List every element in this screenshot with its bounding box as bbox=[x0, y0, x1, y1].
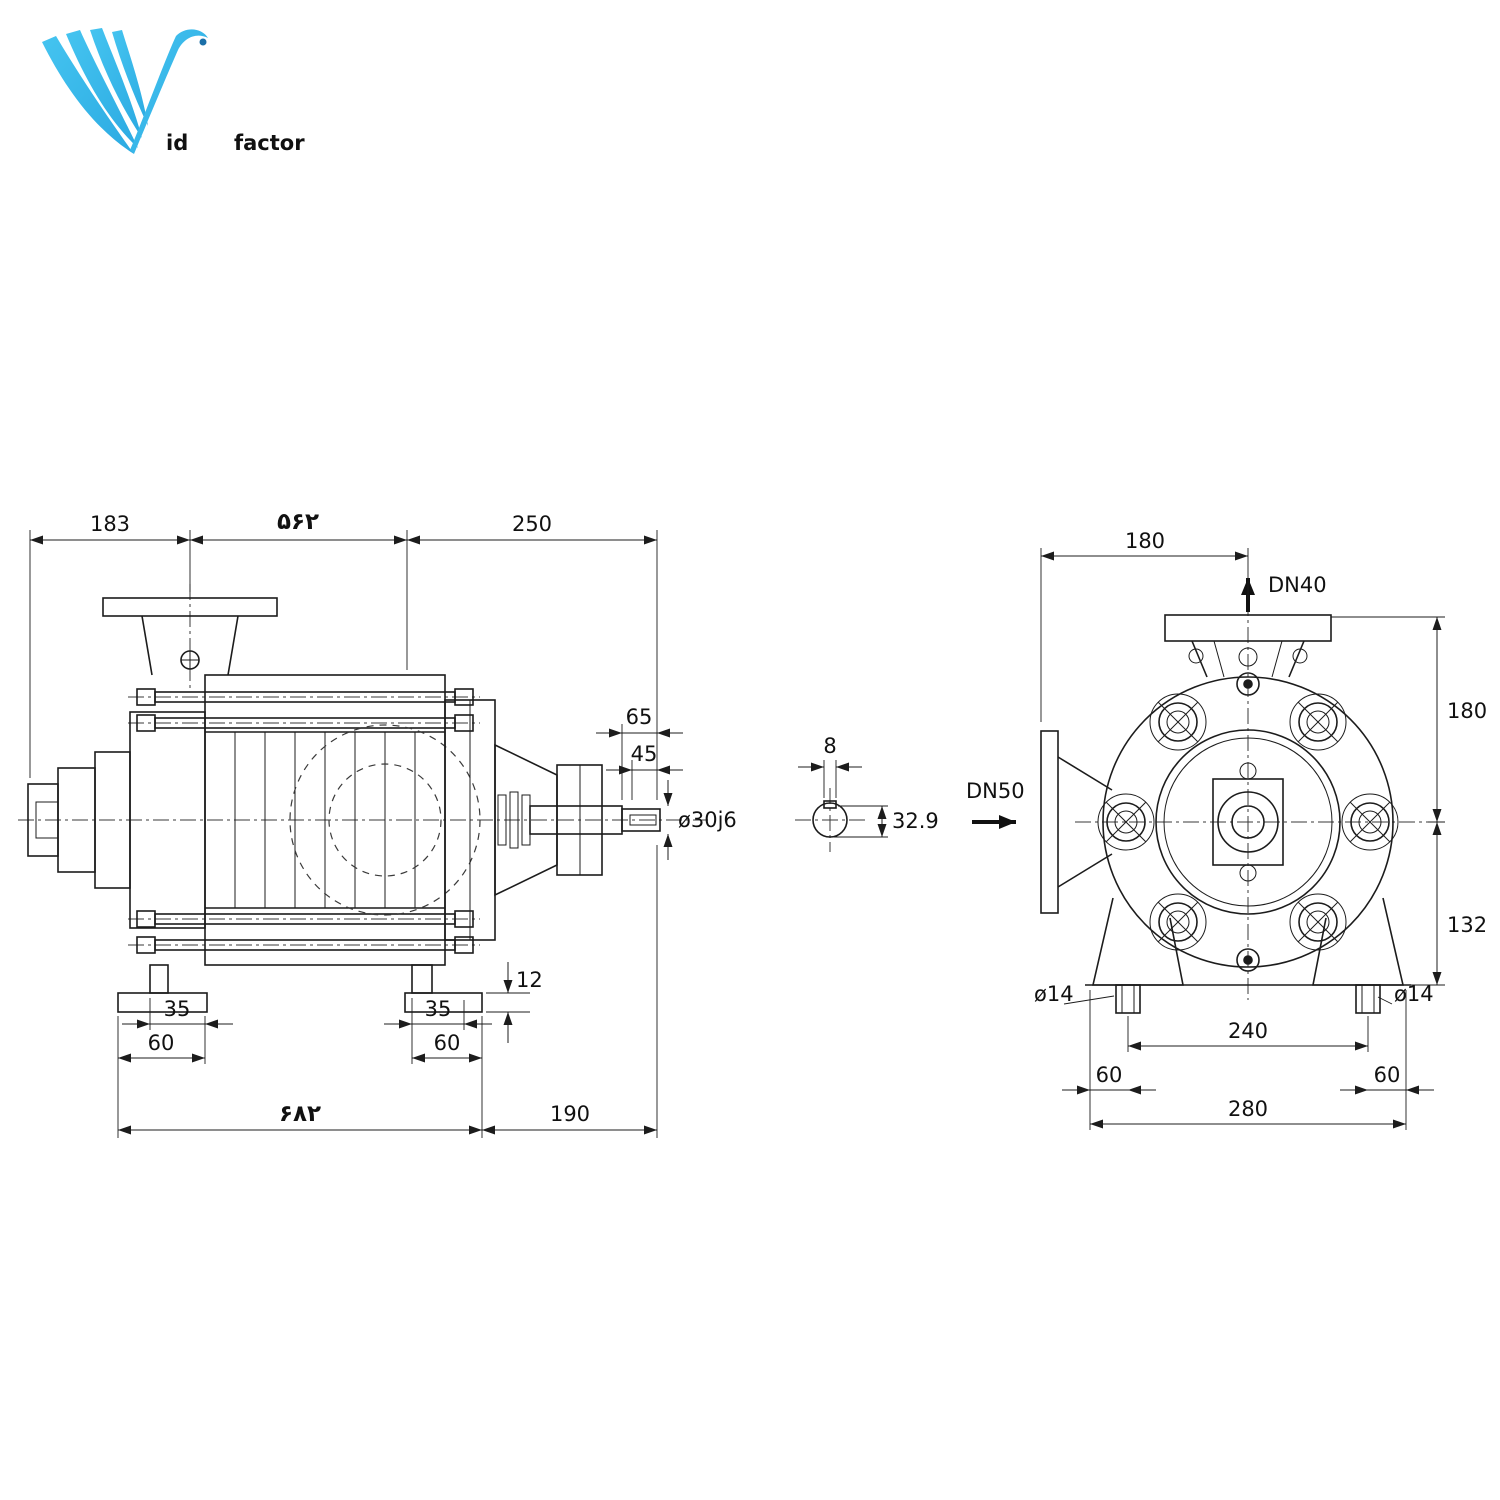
dim-190-label: 190 bbox=[550, 1102, 590, 1126]
dim-12-label: 12 bbox=[516, 968, 543, 992]
dim-35-left-label: 35 bbox=[164, 997, 191, 1021]
dn40-label: DN40 bbox=[1268, 573, 1327, 597]
dim-35-right-label: 35 bbox=[425, 997, 452, 1021]
dim-240-label: 240 bbox=[1228, 1019, 1268, 1043]
impeller-hidden-circle-outer bbox=[289, 724, 481, 916]
dim-65-label: 65 bbox=[626, 705, 653, 729]
tie-rods bbox=[136, 688, 474, 954]
front-view-feet bbox=[1085, 897, 1411, 1014]
casing-lobes bbox=[1097, 693, 1399, 951]
dim-183-label: 183 bbox=[90, 512, 130, 536]
casing-bolts bbox=[1105, 701, 1391, 943]
dim-o14-right-label: ø14 bbox=[1394, 982, 1434, 1006]
dim-60-left-label: 60 bbox=[1096, 1063, 1123, 1087]
dim-180-right-label: 180 bbox=[1447, 699, 1487, 723]
dim-60-right-label: 60 bbox=[434, 1031, 461, 1055]
dn50-label: DN50 bbox=[966, 779, 1025, 803]
suction-flange-front bbox=[1040, 730, 1113, 914]
side-view-dimensions: 183 ۵۶۲ 250 65 45 ø30j6 12 bbox=[29, 509, 737, 1138]
side-view bbox=[18, 584, 708, 1013]
logo-svg: id factor bbox=[42, 28, 305, 155]
logo-text-factor: factor bbox=[234, 131, 305, 155]
dim-132-label: 132 bbox=[1447, 913, 1487, 937]
dim-45-label: 45 bbox=[631, 742, 658, 766]
front-view-dimensions: DN40 DN50 180 180 132 ø14 ø14 bbox=[966, 529, 1487, 1130]
right-bearing-bracket bbox=[444, 699, 603, 941]
logo-text-id: id bbox=[166, 131, 188, 155]
dim-shaft-label: ø30j6 bbox=[678, 808, 737, 832]
dim-682-label: ۶۸۲ bbox=[279, 1101, 321, 1127]
dim-key-width-label: 8 bbox=[823, 734, 836, 758]
shaft bbox=[529, 805, 661, 835]
impeller-hidden-circle-inner bbox=[328, 763, 442, 877]
casing-inner-circle-2 bbox=[1163, 737, 1333, 907]
side-view-feet bbox=[117, 964, 483, 1013]
dim-250-label: 250 bbox=[512, 512, 552, 536]
dim-180-top-label: 180 bbox=[1125, 529, 1165, 553]
dim-280-label: 280 bbox=[1228, 1097, 1268, 1121]
dim-60-right-label: 60 bbox=[1374, 1063, 1401, 1087]
gland-plate bbox=[1212, 762, 1284, 882]
vidfactor-logo: id factor bbox=[38, 28, 438, 182]
discharge-flange bbox=[1164, 614, 1332, 678]
top-bottom-plugs bbox=[1236, 672, 1260, 972]
key-cross-section: 8 32.9 bbox=[795, 734, 939, 852]
casing-outline bbox=[1102, 676, 1394, 968]
dim-o14-left-label: ø14 bbox=[1034, 982, 1074, 1006]
suction-flange bbox=[102, 597, 278, 676]
dim-60-left-label: 60 bbox=[148, 1031, 175, 1055]
dim-562-label: ۵۶۲ bbox=[277, 509, 319, 535]
logo-bird-icon bbox=[42, 28, 208, 154]
casing-inner-circle bbox=[1155, 729, 1341, 915]
dim-key-height-label: 32.9 bbox=[892, 809, 939, 833]
front-view bbox=[1040, 600, 1428, 1014]
